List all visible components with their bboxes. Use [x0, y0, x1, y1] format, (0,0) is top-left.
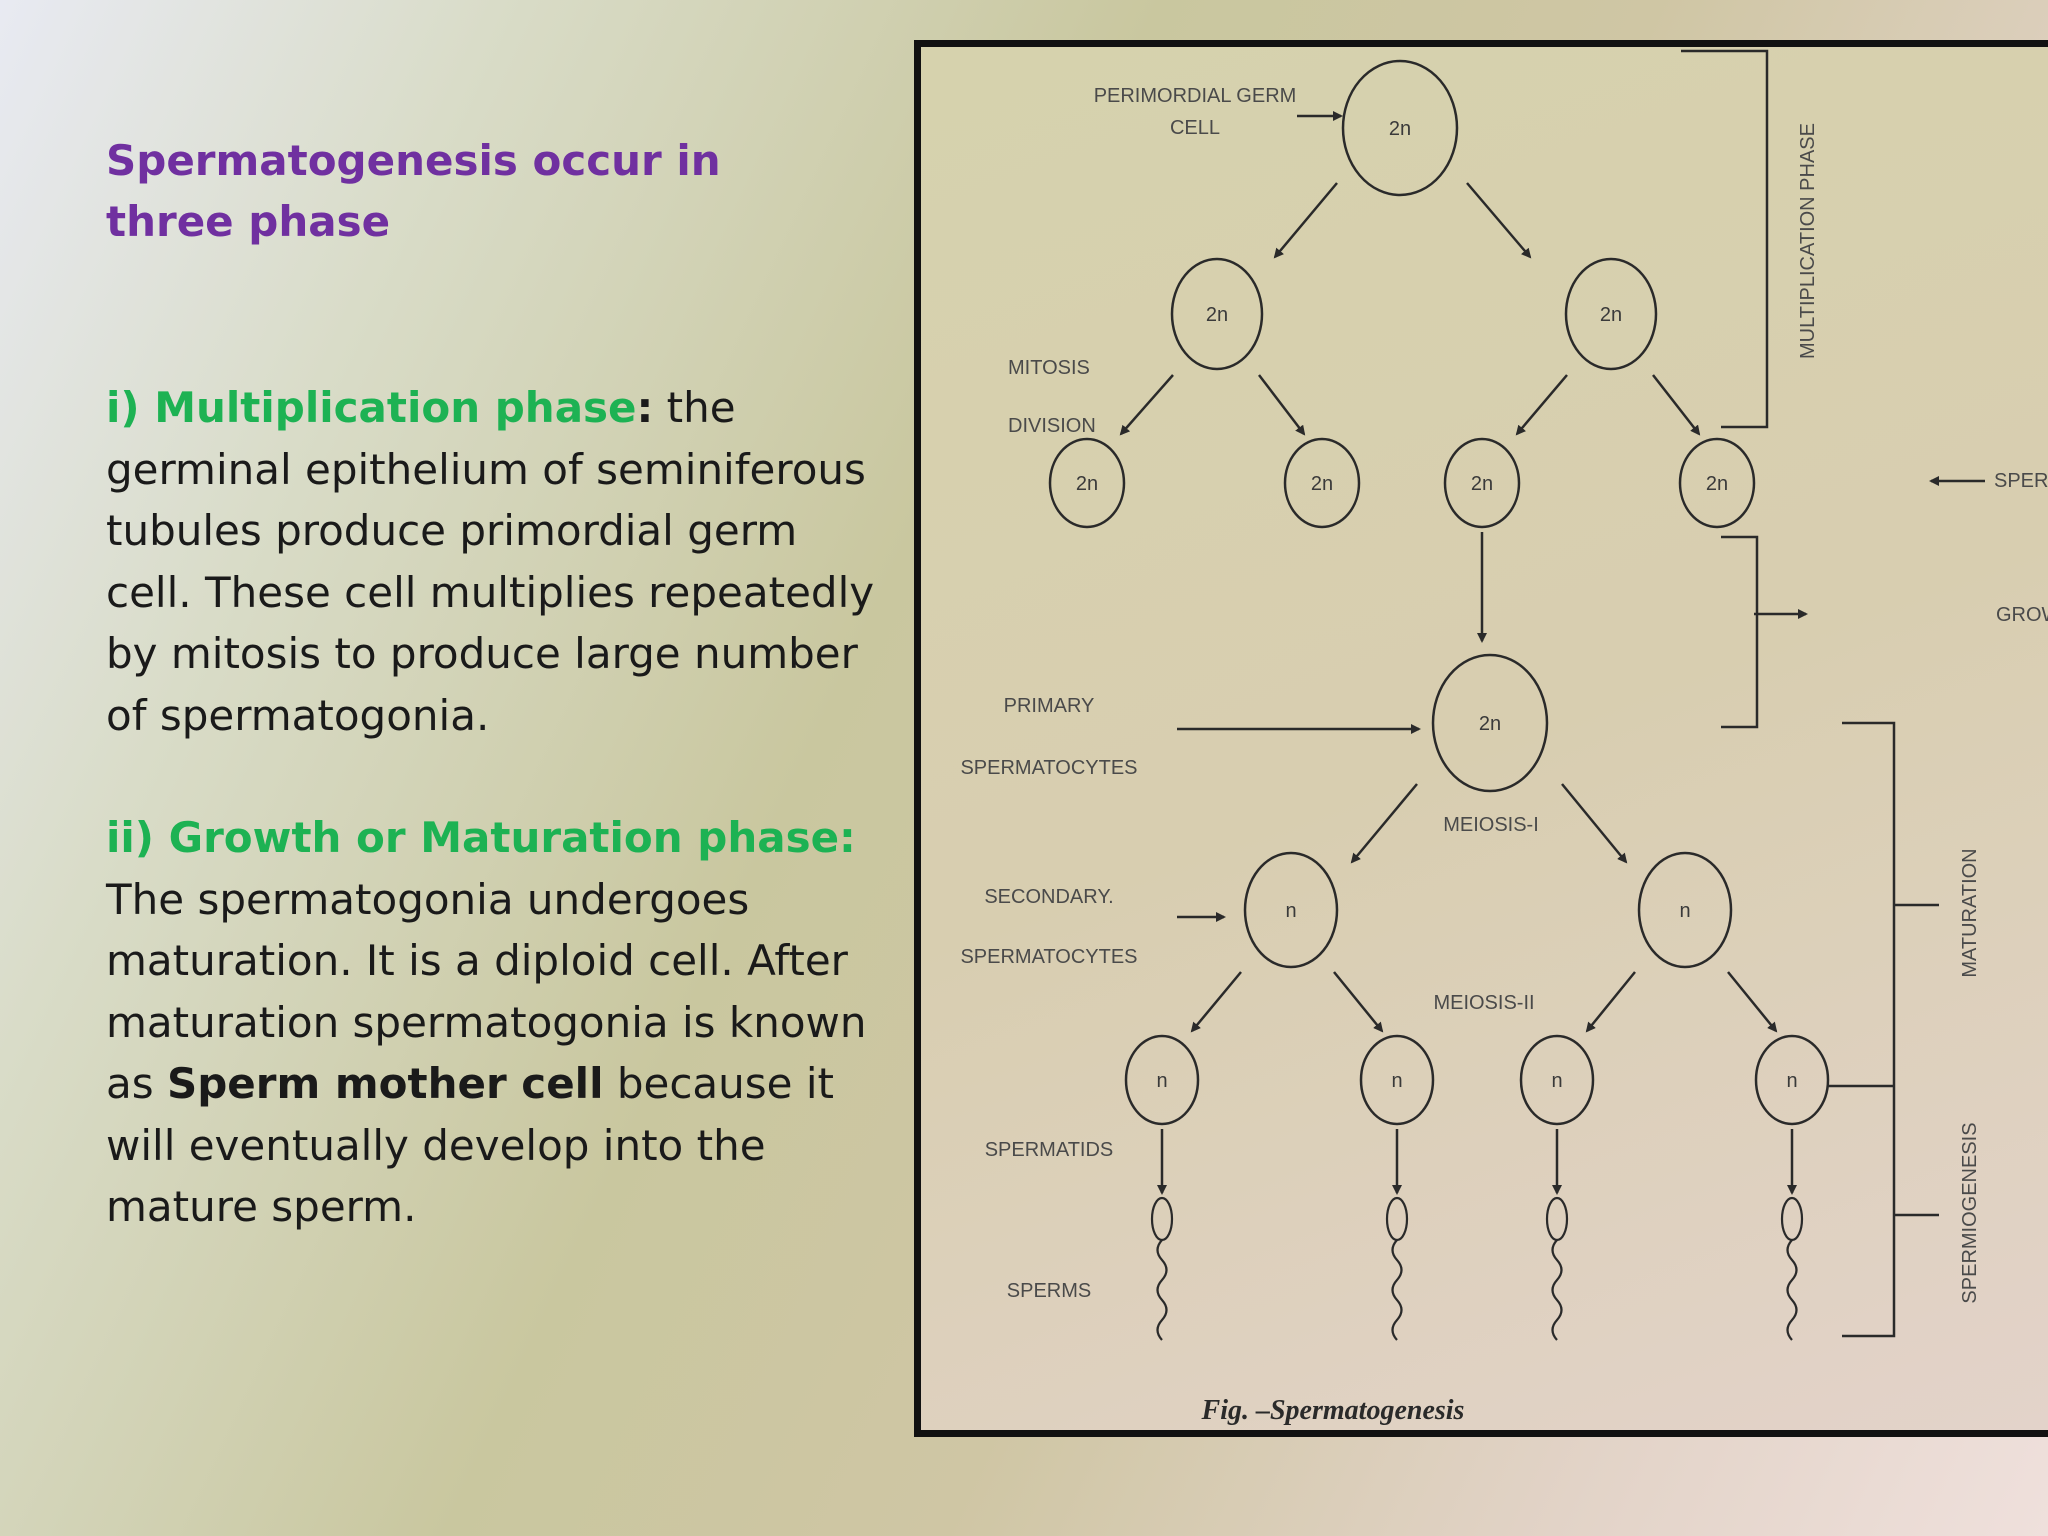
spermatogonium-cell-1 — [1048, 437, 1126, 529]
growth-phase-text-1: The spermatogonia undergoes maturation. … — [106, 874, 867, 1109]
label-spermiogenesis: SPERMIOGENESIS — [1959, 1122, 1981, 1303]
sperm-mother-cell-term: Sperm mother cell — [166, 1059, 604, 1108]
slide-title: Spermatogenesis occur in three phase — [106, 136, 721, 246]
label-secondary-2: SPERMATOCYTES — [960, 946, 1137, 968]
arrows — [1119, 111, 1985, 1195]
cell-label: 2n — [1479, 713, 1501, 735]
spermatid-3 — [1519, 1034, 1595, 1126]
label-primordial-germ-cell-1: PERIMORDIAL GERM — [1094, 85, 1297, 107]
cell-label: 2n — [1076, 473, 1098, 495]
spermatogonium-cell-4 — [1678, 437, 1756, 529]
spermatid-4 — [1754, 1034, 1830, 1126]
sperms — [1150, 1196, 1804, 1341]
figure-caption: Fig. –Spermatogenesis — [1201, 1395, 1465, 1426]
label-division: DIVISION — [1008, 415, 1096, 437]
label-primary-1: PRIMARY — [1004, 695, 1095, 717]
multiplication-phase-heading: i) Multiplication phase — [106, 383, 637, 432]
multiplication-phase-paragraph: i) Multiplication phase: the germinal ep… — [106, 377, 886, 746]
growth-phase-text-2: because it will eventually develop into … — [106, 1059, 834, 1231]
growth-phase-paragraph: ii) Growth or Maturation phase: The sper… — [106, 807, 886, 1238]
label-mitosis: MITOSIS — [1008, 357, 1090, 379]
sperm-2 — [1385, 1196, 1409, 1341]
spermatogonium-cell-3 — [1443, 437, 1521, 529]
label-primordial-germ-cell-2: CELL — [1170, 117, 1220, 139]
spermatid-2 — [1359, 1034, 1435, 1126]
heading-colon: : — [636, 383, 654, 432]
secondary-spermatocyte-right — [1637, 851, 1733, 969]
spermatogenesis-diagram: 2n 2n 2n 2n 2n 2n 2n 2n n n n n n n — [960, 49, 2048, 1426]
label-maturation: MATURATION — [1959, 848, 1981, 977]
label-multiplication-phase: MULTIPLICATION PHASE — [1797, 123, 1819, 359]
label-secondary-1: SECONDARY. — [984, 886, 1113, 908]
growth-phase-heading: ii) Growth or Maturation phase: — [106, 813, 856, 862]
sperm-4 — [1780, 1196, 1804, 1341]
cell-label: 2n — [1706, 473, 1728, 495]
label-meiosis-1: MEIOSIS-I — [1443, 814, 1539, 836]
cell-label: 2n — [1206, 304, 1228, 326]
sperm-3 — [1545, 1196, 1569, 1341]
multiplication-phase-text: the germinal epithelium of seminiferous … — [106, 383, 875, 740]
cell-label-pgc: 2n — [1389, 118, 1411, 140]
secondary-spermatocyte-left — [1243, 851, 1339, 969]
sperm-1 — [1150, 1196, 1174, 1341]
spermatogenesis-figure: 2n 2n 2n 2n 2n 2n 2n 2n n n n n n n — [914, 40, 2048, 1437]
cell-label: n — [1285, 900, 1296, 922]
cell-label: 2n — [1471, 473, 1493, 495]
spermatid-1 — [1124, 1034, 1200, 1126]
maturation-bracket — [1842, 721, 1896, 1338]
label-spermatids: SPERMATIDS — [985, 1139, 1114, 1161]
multiplication-bracket — [1681, 49, 1769, 429]
cell-label: n — [1156, 1070, 1167, 1092]
cell-label: 2n — [1600, 304, 1622, 326]
label-growth-phase: GROWTH PHASE — [1996, 604, 2048, 626]
spermatogonium-left — [1170, 257, 1264, 371]
cell-label: 2n — [1311, 473, 1333, 495]
cell-label: n — [1786, 1070, 1797, 1092]
spermatogonium-right — [1564, 257, 1658, 371]
primary-spermatocyte — [1431, 653, 1549, 793]
spermatogonium-cell-2 — [1283, 437, 1361, 529]
cell-label: n — [1679, 900, 1690, 922]
cell-label: n — [1551, 1070, 1562, 1092]
growth-bracket — [1721, 535, 1759, 729]
primordial-germ-cell — [1341, 59, 1459, 197]
cell-label: n — [1391, 1070, 1402, 1092]
label-spermatogonid: SPERMATOGONID — [1994, 470, 2048, 492]
label-sperms: SPERMS — [1007, 1280, 1091, 1302]
label-primary-2: SPERMATOCYTES — [960, 757, 1137, 779]
label-meiosis-2: MEIOSIS-II — [1433, 992, 1534, 1014]
